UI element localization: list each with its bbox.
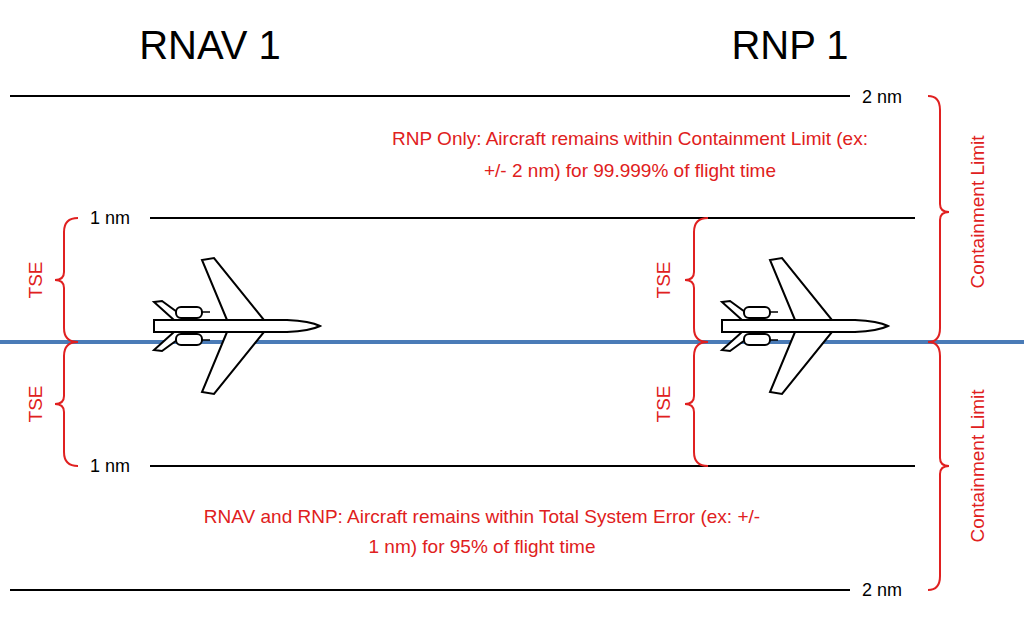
dimension-label: 2 nm	[862, 580, 902, 601]
dimension-label: 1 nm	[90, 208, 130, 229]
column-heading: RNP 1	[731, 22, 848, 68]
tse-line	[150, 217, 915, 219]
containment-line	[10, 589, 850, 591]
tse-label: TSE	[25, 386, 47, 423]
aircraft-icon	[722, 258, 888, 394]
containment-line	[10, 95, 850, 97]
containment-label: Containment Limit	[967, 389, 989, 542]
note-text: RNAV and RNP: Aircraft remains within To…	[202, 502, 762, 562]
track-line	[0, 340, 1024, 344]
aircraft-icon	[154, 258, 320, 394]
note-text: RNP Only: Aircraft remains within Contai…	[380, 123, 880, 187]
tse-brace	[55, 218, 78, 466]
tse-label: TSE	[25, 262, 47, 299]
tse-line	[150, 465, 915, 467]
containment-brace	[928, 96, 949, 590]
containment-label: Containment Limit	[967, 135, 989, 288]
tse-label: TSE	[653, 386, 675, 423]
tse-label: TSE	[653, 262, 675, 299]
dimension-label: 2 nm	[862, 87, 902, 108]
column-heading: RNAV 1	[139, 22, 281, 68]
tse-brace	[685, 218, 708, 466]
dimension-label: 1 nm	[90, 456, 130, 477]
